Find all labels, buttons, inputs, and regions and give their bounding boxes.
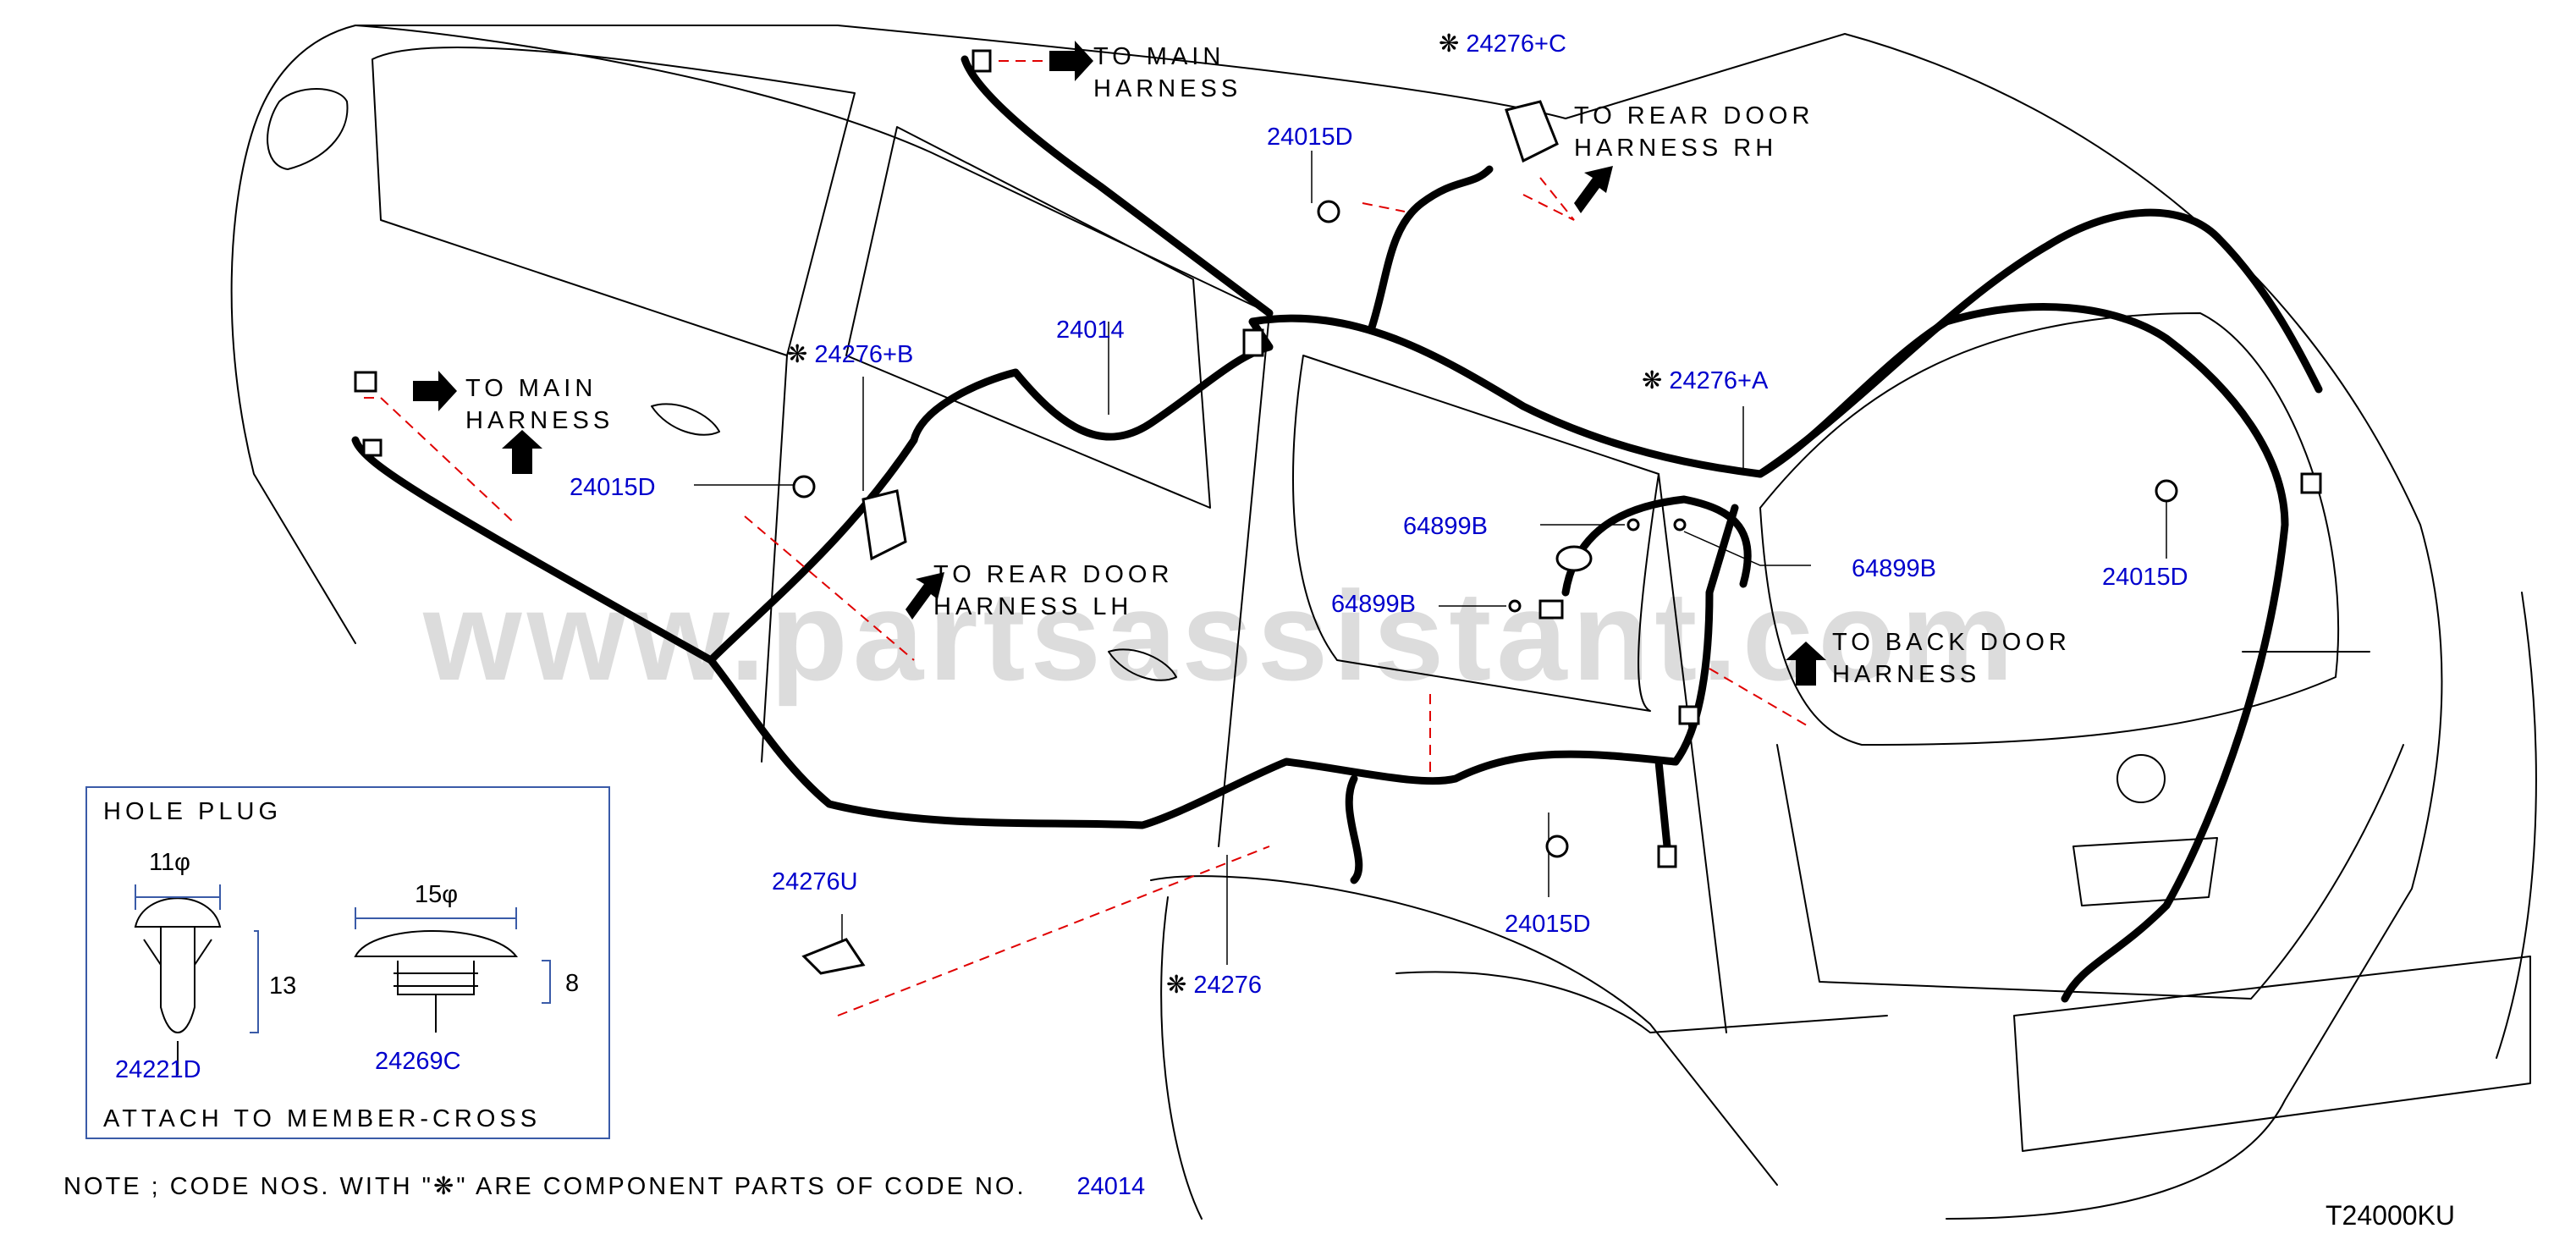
- dimension-11-phi: 11φ: [149, 849, 190, 876]
- component-mark-icon: ❋: [1642, 367, 1663, 394]
- hole-plug-footer: ATTACH TO MEMBER-CROSS: [103, 1105, 542, 1132]
- part-24276: ❋ 24276: [1166, 972, 1263, 999]
- part-24276C: ❋ 24276+C: [1439, 30, 1566, 58]
- watermark: www.partsassistant.com: [423, 565, 2019, 707]
- dimension-8: 8: [565, 970, 580, 997]
- part-24015D-bottom: 24015D: [1505, 911, 1591, 938]
- part-24015D-left: 24015D: [570, 474, 656, 501]
- component-mark-icon: ❋: [1439, 30, 1460, 58]
- hole-plug-drawings: [134, 897, 519, 1075]
- part-64899B-right: 64899B: [1852, 555, 1936, 582]
- part-24015D-right: 24015D: [2102, 564, 2188, 591]
- hole-plug-title: HOLE PLUG: [103, 798, 282, 825]
- part-24221D: 24221D: [115, 1056, 201, 1083]
- dimension-15-phi: 15φ: [415, 881, 459, 908]
- part-64899B-left: 64899B: [1403, 513, 1488, 540]
- part-24276U: 24276U: [772, 868, 858, 895]
- part-24276B: ❋ 24276+B: [787, 341, 914, 368]
- part-24276A: ❋ 24276+A: [1642, 367, 1769, 394]
- direction-arrows: [413, 41, 1826, 686]
- component-mark-icon: ❋: [432, 1173, 457, 1200]
- part-64899B-mid: 64899B: [1331, 591, 1416, 618]
- part-24269C: 24269C: [375, 1048, 461, 1075]
- hole-plug-box: [85, 786, 610, 1139]
- component-mark-icon: ❋: [1166, 972, 1187, 999]
- note-line: NOTE ; CODE NOS. WITH "❋" ARE COMPONENT …: [63, 1173, 1146, 1200]
- dimension-lines: [135, 884, 551, 1033]
- dimension-13: 13: [269, 972, 297, 1000]
- diagram-id: T24000KU: [2326, 1200, 2455, 1231]
- component-mark-icon: ❋: [787, 341, 808, 368]
- part-24014: 24014: [1056, 317, 1125, 344]
- part-24015D-top: 24015D: [1267, 124, 1353, 151]
